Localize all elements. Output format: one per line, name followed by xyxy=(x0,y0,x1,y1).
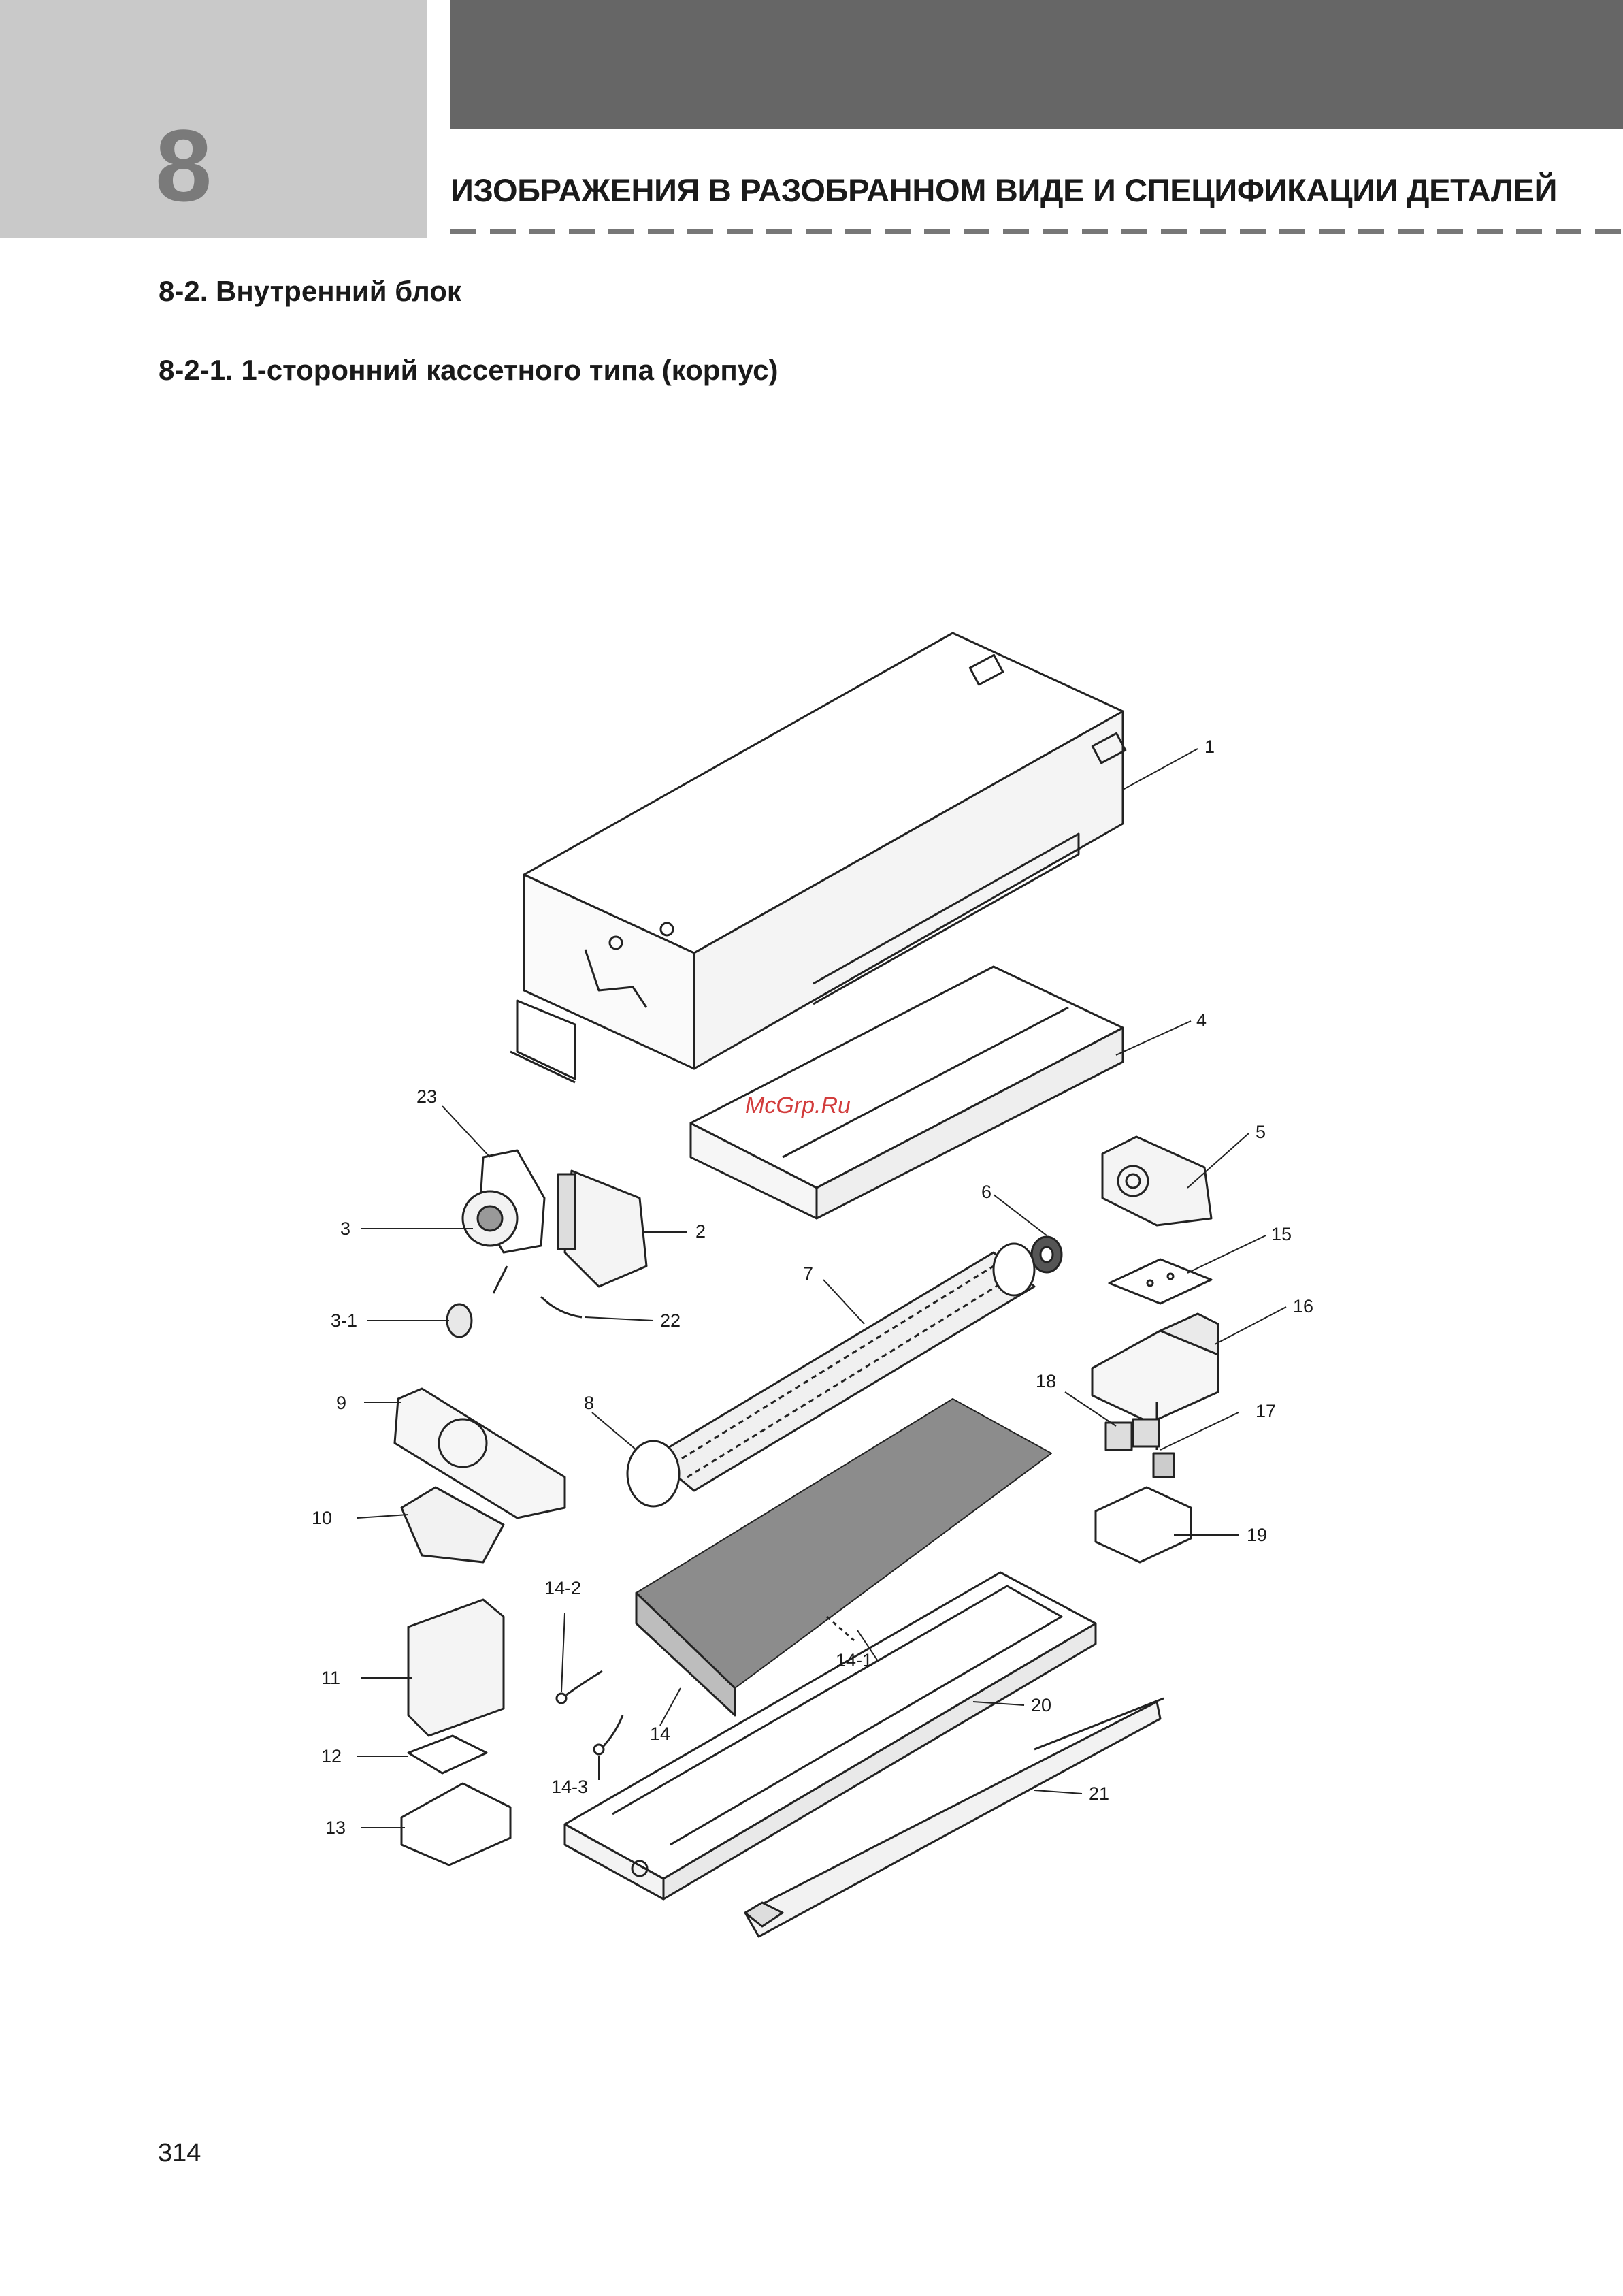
callout-4: 4 xyxy=(1196,1010,1207,1031)
callout-13: 13 xyxy=(325,1817,346,1838)
callout-22: 22 xyxy=(660,1310,681,1331)
callout-7: 7 xyxy=(803,1263,813,1284)
watermark: McGrp.Ru xyxy=(745,1093,851,1118)
part-motor-cap xyxy=(447,1304,472,1337)
callout-5: 5 xyxy=(1256,1122,1266,1142)
callout-16: 16 xyxy=(1293,1296,1313,1316)
callout-9: 9 xyxy=(336,1393,346,1413)
part-pcb-cover xyxy=(401,1783,510,1865)
callout-17: 17 xyxy=(1256,1401,1276,1421)
callout-2: 2 xyxy=(695,1221,706,1242)
part-cover-control xyxy=(1096,1487,1191,1562)
callout-12: 12 xyxy=(321,1746,342,1766)
part-motor-assembly xyxy=(463,1150,646,1293)
part-pcb-housing xyxy=(408,1600,504,1736)
callout-3: 3 xyxy=(340,1218,350,1239)
callout-3-1: 3-1 xyxy=(331,1310,357,1331)
callout-14: 14 xyxy=(650,1724,670,1744)
page-number: 314 xyxy=(158,2139,201,2168)
callout-14-3: 14-3 xyxy=(551,1777,588,1797)
callout-19: 19 xyxy=(1247,1525,1267,1545)
part-control-box-cover xyxy=(1109,1259,1211,1304)
callout-20: 20 xyxy=(1031,1695,1051,1715)
callout-10: 10 xyxy=(312,1508,332,1528)
part-fan-end-cap xyxy=(627,1441,679,1506)
callout-14-1: 14-1 xyxy=(836,1650,872,1670)
callout-18: 18 xyxy=(1036,1371,1056,1391)
part-lead-wire xyxy=(541,1297,582,1317)
part-sensor-pipe xyxy=(557,1671,602,1703)
callout-11: 11 xyxy=(321,1668,340,1688)
callout-6: 6 xyxy=(981,1182,991,1202)
part-pcb xyxy=(408,1736,487,1773)
part-sensor-room xyxy=(594,1715,623,1754)
callout-1: 1 xyxy=(1204,737,1215,757)
callout-23: 23 xyxy=(416,1086,437,1107)
callout-15: 15 xyxy=(1271,1224,1292,1244)
callout-14-2: 14-2 xyxy=(544,1578,581,1598)
callout-21: 21 xyxy=(1089,1783,1109,1804)
part-bearing xyxy=(1032,1237,1062,1272)
callout-8: 8 xyxy=(584,1393,594,1413)
